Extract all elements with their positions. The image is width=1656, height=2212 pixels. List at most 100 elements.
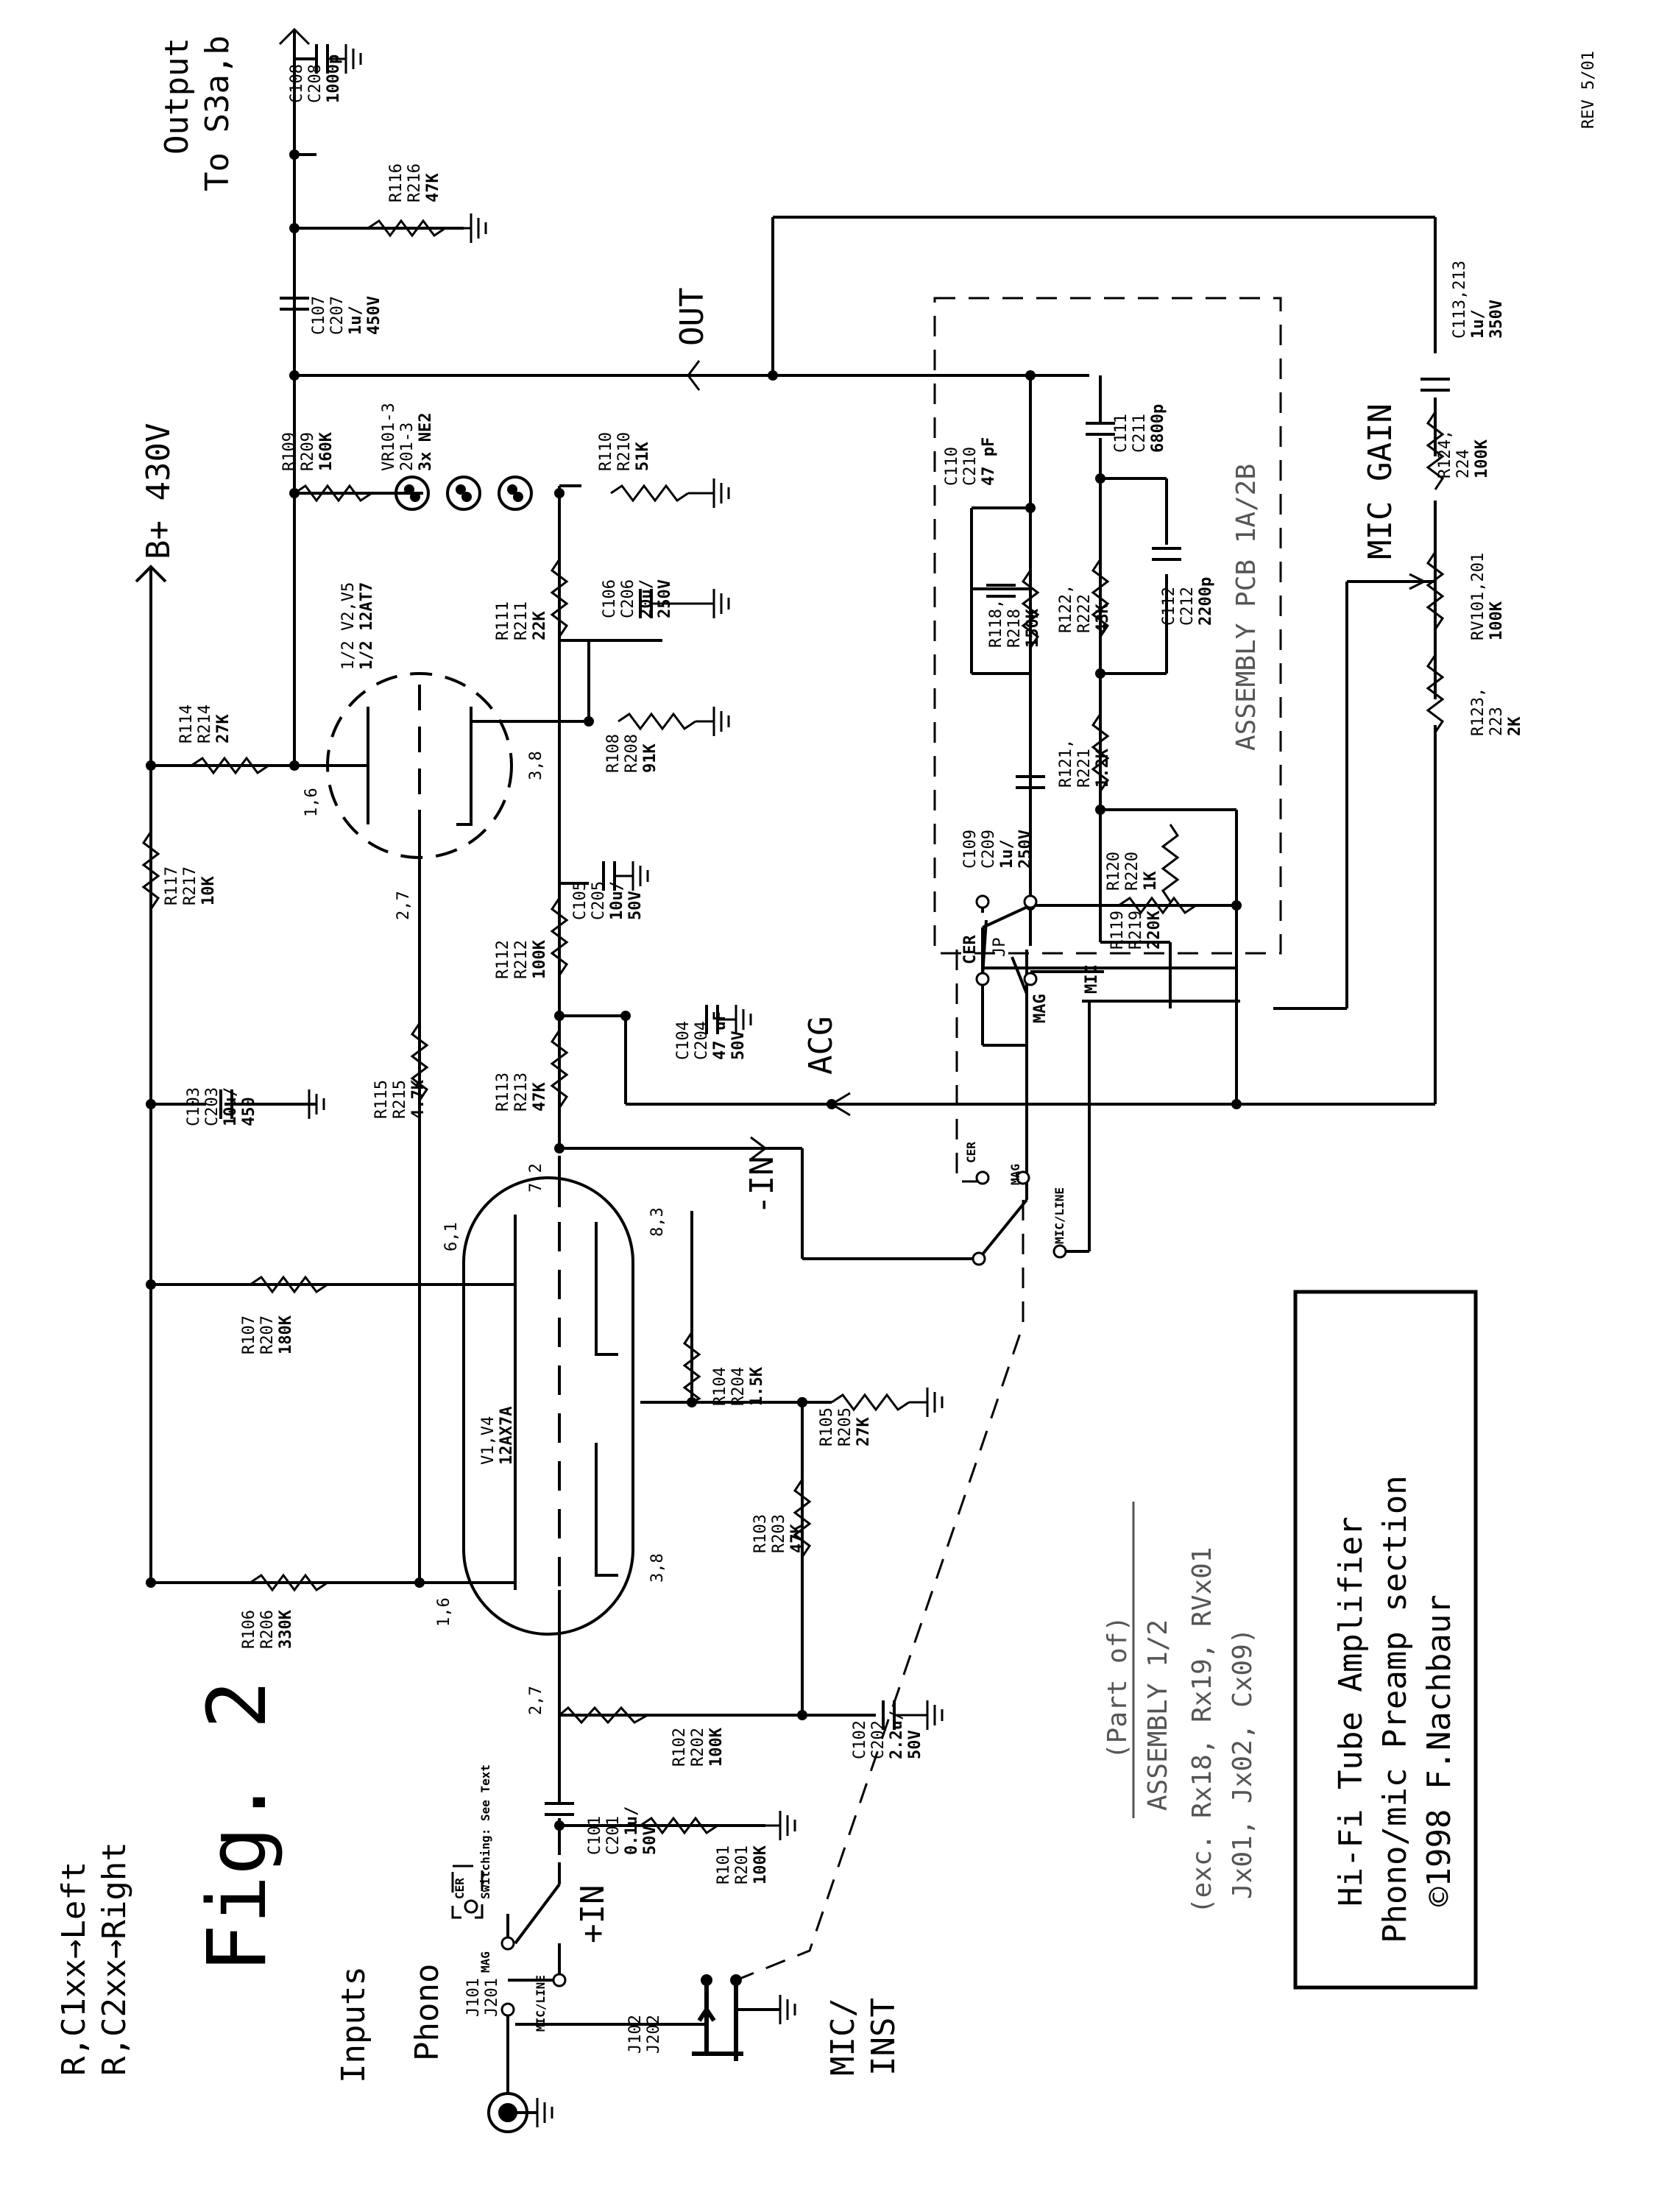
micline-label: MIC/LINE (1052, 1187, 1066, 1244)
output-label-2: To S3a,b (199, 35, 236, 191)
v2-ref: 1/2 V2,V5 (339, 582, 358, 670)
r107-symbol (250, 1275, 328, 1294)
minus-in-label: -IN (743, 1156, 781, 1215)
r109-value: 160K (317, 431, 336, 471)
r122-value: 43K (1094, 604, 1112, 633)
c102-value2: 50V (906, 1730, 924, 1759)
r102-ref2: R202 (689, 1728, 707, 1767)
ground-symbols (232, 44, 944, 2127)
pin-1-6-v2: 1,6 (302, 788, 321, 817)
cer-label-2: CER (964, 1142, 978, 1163)
mag-label-3: MAG (478, 1951, 492, 1973)
r122-symbol (1091, 559, 1110, 637)
r105-ref1: R105 (818, 1407, 836, 1446)
plus-in-label: +IN (574, 1885, 612, 1943)
switch-terminals[interactable] (464, 894, 1067, 2017)
assembly-note-3: (exc. Rx18, Rx19, RVx01 (1187, 1547, 1217, 1915)
r111-value: 22K (531, 611, 549, 640)
r124-value: 100K (1473, 439, 1491, 478)
c111-ref1: C111 (1112, 414, 1130, 453)
c104-ref2: C204 (693, 1021, 711, 1060)
c107-value2: 450V (365, 296, 383, 335)
r123-symbol (1426, 654, 1445, 733)
cer-label: CER (961, 935, 980, 964)
c105-value2: 50V (626, 891, 645, 920)
r117-ref2: R217 (181, 866, 199, 905)
rv101-value: 100K (1487, 601, 1506, 640)
r108-value: 91K (641, 743, 659, 773)
r115-ref1: R115 (372, 1080, 391, 1119)
r120-symbol (1161, 824, 1180, 902)
r124-ref2: 224 (1454, 449, 1473, 478)
rv101-ref1: RV101,201 (1469, 553, 1487, 640)
r107-ref2: R207 (258, 1315, 277, 1354)
c113-value: 1u/ (1469, 309, 1487, 339)
title-block-frame (1293, 1290, 1478, 1990)
dashed-outlines (451, 297, 1282, 1982)
r104-ref2: R204 (729, 1367, 748, 1406)
r110-value: 51K (634, 442, 652, 471)
r118-ref2: R218 (1005, 609, 1024, 648)
c101-ref1: C101 (586, 1816, 604, 1855)
r103-ref2: R203 (770, 1514, 788, 1553)
r122-ref1: R122, (1057, 584, 1075, 633)
c106-ref2: C206 (619, 579, 637, 618)
r102-value: 100K (707, 1727, 726, 1767)
inputs-label: Inputs (335, 1966, 372, 2083)
tube-v1 (462, 1176, 634, 1636)
title-line-3: ©1998 F.Nachbaur (1420, 1594, 1458, 1907)
r119-value: 220K (1145, 910, 1164, 950)
r119-symbol (1118, 896, 1197, 915)
rv101-symbol (1426, 551, 1445, 630)
assembly-note-4: Jx01, Jx02, Cx09) (1228, 1628, 1258, 1899)
c104-ref1: C104 (674, 1021, 693, 1060)
c108-value: 1000p (325, 54, 343, 103)
r116-ref1: R116 (387, 163, 406, 202)
r124-symbol (1426, 411, 1445, 490)
j202-label: J202 (645, 2015, 663, 2054)
r105-value: 27K (854, 1417, 873, 1446)
output-label: Output (158, 38, 196, 155)
mic-gain-label: MIC GAIN (1362, 403, 1399, 559)
r113-ref1: R113 (494, 1073, 512, 1112)
c106-value: 20u/ (637, 579, 656, 618)
r110-ref2: R210 (615, 432, 634, 471)
c107-value: 1u/ (347, 305, 365, 335)
r110-ref1: R110 (597, 432, 615, 471)
r105-symbol (831, 1393, 910, 1412)
c103-value2: 450 (240, 1097, 258, 1126)
c103-value: 10u/ (222, 1087, 240, 1126)
r101-symbol (640, 1816, 718, 1835)
r104-ref1: R104 (711, 1367, 729, 1406)
c113-ref1: C113,213 (1451, 261, 1469, 339)
r123-ref1: R123, (1469, 688, 1487, 736)
r121-ref1: R121, (1057, 739, 1075, 788)
pcb-label: ASSEMBLY PCB 1A/2B (1231, 464, 1262, 751)
phono-jack (487, 2028, 528, 2133)
r113-value: 47K (531, 1082, 549, 1112)
c112-value: 2200p (1197, 577, 1215, 626)
c108-ref2: C208 (306, 64, 325, 103)
r111-symbol (550, 559, 569, 637)
r108-symbol (618, 712, 696, 731)
r106-value: 330K (277, 1609, 295, 1649)
title-line-1: Hi-Fi Tube Amplifier (1332, 1516, 1370, 1907)
r107-ref1: R107 (240, 1315, 258, 1354)
r114-ref1: R114 (177, 704, 196, 743)
r103-value: 47K (788, 1524, 807, 1553)
v1-type: 12AX7A (498, 1407, 516, 1465)
